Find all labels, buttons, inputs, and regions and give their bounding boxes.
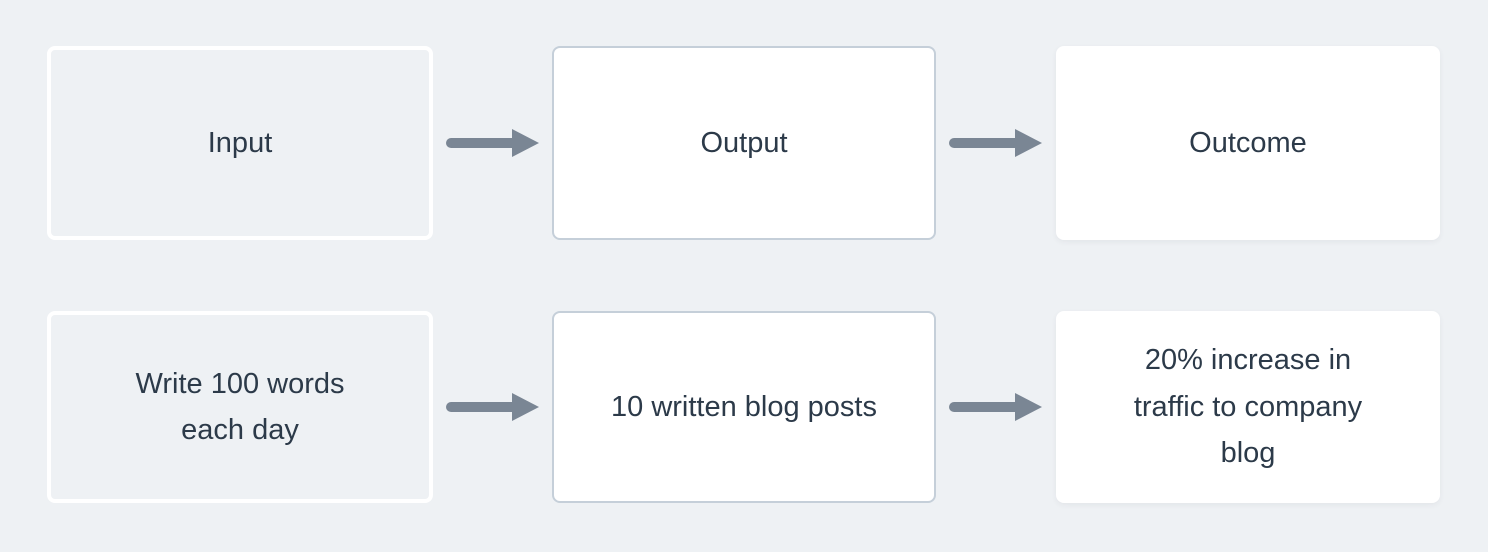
node-input: Input [47,46,433,240]
arrow-output-to-outcome [936,46,1056,240]
node-outcome-example-label: 20% increase in traffic to company blog [1133,344,1363,470]
node-input-example-label: Write 100 words each day [135,367,345,446]
node-input-label: Input [207,126,273,159]
arrow-output-example-to-outcome-example [936,311,1056,503]
arrow-right-icon [949,129,1042,157]
node-output-example-label: 10 written blog posts [611,390,877,423]
arrow-right-icon [445,393,539,421]
arrow-right-icon [949,393,1042,421]
node-output: Output [552,46,936,240]
node-outcome-label: Outcome [1189,126,1307,159]
arrow-input-example-to-output-example [433,311,552,503]
node-input-example: Write 100 words each day [47,311,433,503]
arrow-input-to-output [433,46,552,240]
node-output-example: 10 written blog posts [552,311,936,503]
node-outcome: Outcome [1056,46,1440,240]
arrow-right-icon [445,129,539,157]
node-outcome-example: 20% increase in traffic to company blog [1056,311,1440,503]
node-output-label: Output [700,126,788,159]
